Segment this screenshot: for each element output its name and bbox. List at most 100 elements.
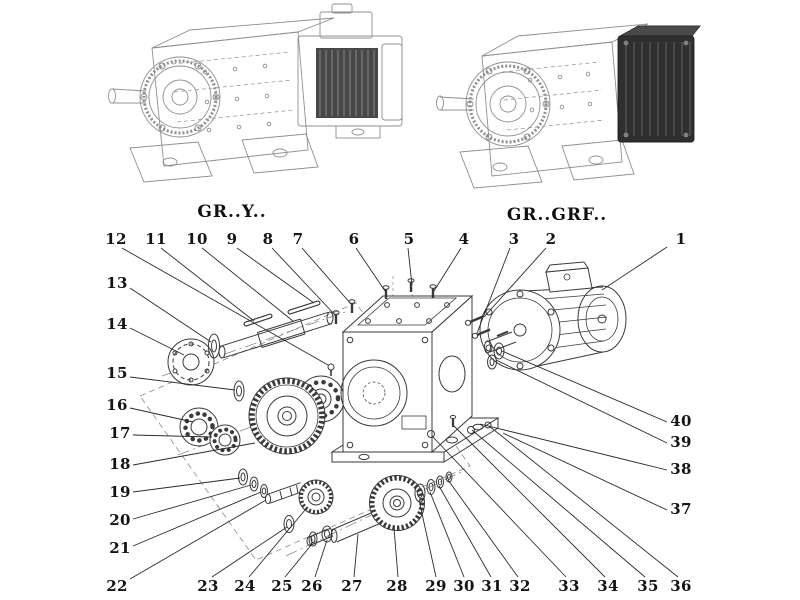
callout-33: 33: [558, 577, 580, 595]
leader-line-29: [418, 499, 437, 578]
leader-line-37: [502, 432, 668, 511]
leader-line-5: [407, 247, 413, 286]
callout-23: 23: [197, 577, 219, 595]
callout-21: 21: [109, 539, 131, 557]
output-shaft: [108, 88, 147, 104]
callout-35: 35: [637, 577, 659, 595]
large-gear-part: [248, 377, 326, 455]
fan-cover: [585, 296, 619, 342]
callout-15: 15: [106, 364, 128, 382]
leader-line-23: [211, 526, 288, 578]
dark-brake-block: [617, 25, 701, 143]
leader-line-35: [471, 429, 646, 578]
callout-16: 16: [106, 396, 128, 414]
output-gear-part: [369, 475, 425, 531]
leader-line-28: [393, 527, 399, 578]
callout-18: 18: [109, 455, 131, 473]
callout-28: 28: [386, 577, 408, 595]
cover-screws: [332, 278, 437, 324]
leader-line-21: [132, 491, 262, 547]
leader-line-40: [501, 350, 668, 423]
callout-2: 2: [545, 230, 557, 248]
leader-line-3: [476, 247, 511, 334]
leader-line-19: [132, 477, 241, 493]
leader-line-8: [271, 247, 336, 316]
callout-8: 8: [262, 230, 274, 248]
gearbox-bolt-dots: [527, 71, 593, 113]
callout-6: 6: [348, 230, 360, 248]
leader-line-32: [447, 479, 519, 578]
leader-line-30: [429, 491, 465, 578]
leader-line-25: [284, 543, 313, 578]
callout-5: 5: [403, 230, 415, 248]
gearbox-housing: [327, 294, 500, 463]
callout-36: 36: [670, 577, 692, 595]
callout-22: 22: [106, 577, 128, 595]
callout-34: 34: [597, 577, 619, 595]
leader-line-31: [438, 485, 492, 578]
flange-rings: [487, 342, 505, 370]
seal-ring-part: [208, 333, 220, 359]
callout-13: 13: [106, 274, 128, 292]
mounting-feet: [459, 139, 635, 189]
output-face: [139, 56, 221, 138]
leader-line-26: [314, 539, 328, 578]
mounting-feet: [129, 133, 319, 183]
leader-line-4: [433, 247, 462, 292]
motor-exploded: [479, 261, 627, 371]
gearmotor-drawing-gr-y: [108, 3, 403, 183]
callout-19: 19: [109, 483, 131, 501]
callout-31: 31: [481, 577, 503, 595]
output-shaft: [436, 95, 475, 111]
leader-line-34: [453, 425, 606, 578]
leader-line-22: [129, 499, 267, 580]
callout-30: 30: [453, 577, 475, 595]
callout-1: 1: [675, 230, 687, 248]
leader-line-9: [236, 247, 315, 304]
leader-line-10: [201, 247, 294, 322]
callout-40: 40: [670, 412, 692, 430]
callout-4: 4: [458, 230, 470, 248]
callout-17: 17: [109, 424, 131, 442]
input-shaft-part: [218, 311, 334, 359]
callout-26: 26: [301, 577, 323, 595]
callout-10: 10: [186, 230, 208, 248]
callout-25: 25: [271, 577, 293, 595]
callout-9: 9: [226, 230, 238, 248]
variant-label-gr-grf: GR..GRF..: [506, 205, 608, 225]
callout-39: 39: [670, 433, 692, 451]
gearmotor-drawing-gr-grf: [436, 23, 701, 189]
leader-line-16: [129, 407, 194, 423]
exploded-view: [139, 261, 627, 561]
leader-line-17: [132, 434, 213, 438]
leader-line-20: [132, 484, 252, 520]
callout-37: 37: [670, 500, 692, 518]
leader-line-36: [488, 425, 679, 578]
leader-line-1: [601, 246, 668, 291]
leader-line-27: [353, 533, 359, 578]
leader-line-18: [132, 442, 256, 466]
callout-12: 12: [105, 230, 127, 248]
motor-assembled: [297, 3, 403, 139]
callout-3: 3: [508, 230, 520, 248]
leader-line-39: [495, 359, 668, 444]
motor-flange: [479, 289, 561, 371]
callout-32: 32: [509, 577, 531, 595]
spacer-ring-part: [233, 380, 245, 402]
leader-line-24: [248, 509, 306, 578]
leader-line-7: [301, 247, 352, 305]
callout-27: 27: [341, 577, 363, 595]
nameplate: [401, 415, 427, 430]
shaft-key-part: [243, 300, 321, 327]
callout-14: 14: [106, 315, 128, 333]
callout-11: 11: [145, 230, 167, 248]
callout-20: 20: [109, 511, 131, 529]
gear-part: [298, 479, 334, 515]
callout-24: 24: [234, 577, 256, 595]
callout-38: 38: [670, 460, 692, 478]
variant-label-gr-y: GR..Y..: [197, 202, 267, 222]
leader-line-38: [479, 423, 668, 471]
